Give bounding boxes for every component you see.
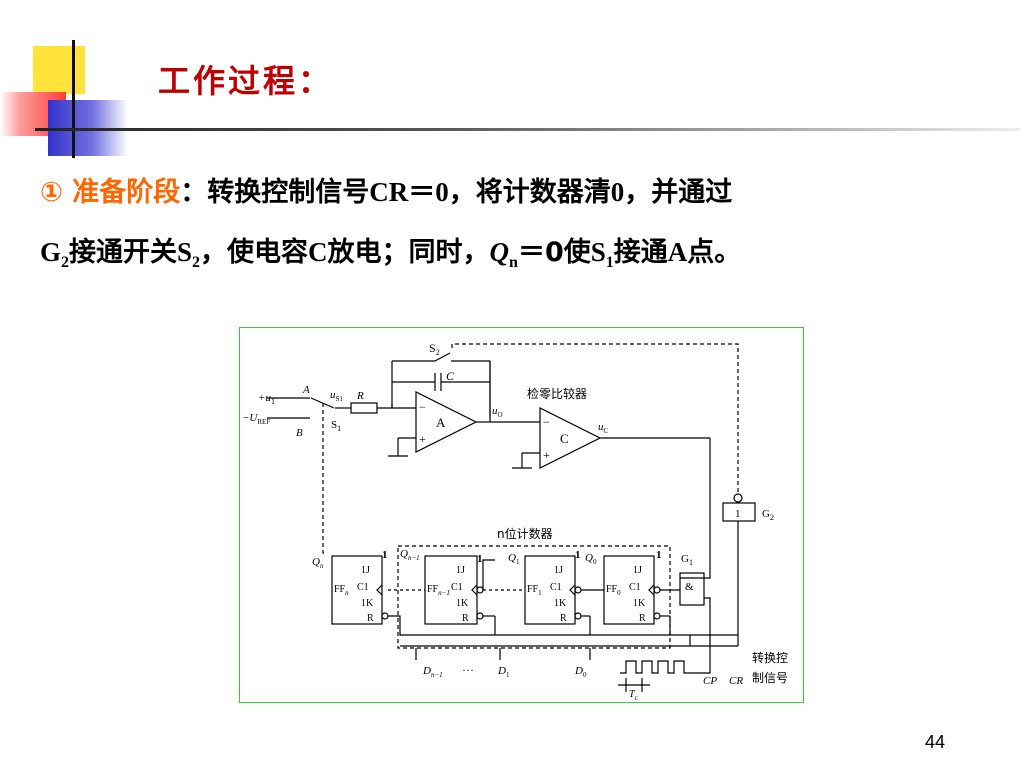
opamp-a-plus: + xyxy=(419,432,426,446)
comparator-minus: − xyxy=(543,415,550,429)
gate-g2 xyxy=(722,502,756,522)
label-qn: Qn xyxy=(312,556,324,570)
svg-text:C1: C1 xyxy=(451,582,463,593)
j-high-ff0: 1 xyxy=(656,549,662,561)
label-g1: G1 xyxy=(681,553,693,567)
body-line-2: G2接通开关S2，使电容C放电；同时，Qn＝0使S1接通A点。 xyxy=(40,237,742,271)
label-zero-comparator: 检零比较器 xyxy=(527,386,587,401)
gate-g2-symbol: 1 xyxy=(735,508,741,520)
resistor-r xyxy=(350,402,378,414)
label-cr: CR xyxy=(729,675,743,687)
deco-vertical-line xyxy=(72,40,75,158)
circuit-diagram: S2 C +u1 −UREF A B uS1 R S1 − + A uO − +… xyxy=(242,341,788,702)
svg-text:C1: C1 xyxy=(629,582,641,593)
wire-cp xyxy=(696,597,711,674)
label-s1: S1 xyxy=(331,419,341,433)
label-d1: D1 xyxy=(497,665,510,679)
comparator-plus: + xyxy=(543,448,550,462)
label-uc: uC xyxy=(598,421,609,435)
label-g2: G2 xyxy=(762,508,774,522)
label-point-b: B xyxy=(296,427,303,439)
clock-waveform xyxy=(620,660,696,674)
j-high-ffn: 1 xyxy=(382,549,388,561)
label-uref: −UREF xyxy=(242,412,270,426)
label-counter: n位计数器 xyxy=(497,526,553,541)
label-c: C xyxy=(446,369,455,383)
label-ellipsis: … xyxy=(462,660,474,674)
label-r: R xyxy=(356,390,364,402)
svg-text:1J: 1J xyxy=(554,565,563,576)
gate-g1 xyxy=(679,572,705,606)
svg-text:FF0: FF0 xyxy=(606,584,621,597)
svg-text:R: R xyxy=(639,613,646,624)
label-s2: S2 xyxy=(429,341,440,357)
flipflop-ff1: 1J C1 1K R FF1 xyxy=(524,555,582,625)
label-cp: CP xyxy=(703,675,717,687)
svg-text:FFn: FFn xyxy=(334,584,349,597)
body-line-1: ① 准备阶段：转换控制信号CR＝0，将计数器清0，并通过 xyxy=(40,177,733,208)
opamp-a-label: A xyxy=(436,415,446,430)
svg-text:1K: 1K xyxy=(633,598,646,609)
wire-uc-to-g1 xyxy=(680,438,711,579)
svg-text:R: R xyxy=(462,613,469,624)
svg-text:1K: 1K xyxy=(361,598,374,609)
s1-control-dashed xyxy=(322,403,325,554)
label-d0: D0 xyxy=(574,665,587,679)
svg-text:1J: 1J xyxy=(456,565,465,576)
svg-text:R: R xyxy=(560,613,567,624)
q-chain-n1 xyxy=(482,559,495,590)
svg-text:R: R xyxy=(367,613,374,624)
reset-line xyxy=(388,615,690,636)
label-us1: uS1 xyxy=(330,389,343,403)
label-point-a: A xyxy=(302,384,310,396)
label-tc: Tc xyxy=(629,689,638,702)
opamp-a-minus: − xyxy=(419,400,426,414)
comparator-label: C xyxy=(560,431,569,446)
deco-yellow-square xyxy=(33,46,85,94)
label-q0: Q0 xyxy=(585,552,597,566)
flipflop-ffn: 1J C1 1K R FFn xyxy=(331,555,389,625)
gate-g2-bubble xyxy=(733,493,743,503)
flipflop-ff0: 1J C1 1K R FF0 xyxy=(603,555,661,625)
label-qn1: Qn−1 xyxy=(400,548,420,562)
svg-text:C1: C1 xyxy=(550,582,562,593)
s2-control-dashed xyxy=(451,343,739,493)
svg-text:1J: 1J xyxy=(361,565,370,576)
svg-text:FFn−1: FFn−1 xyxy=(427,584,450,597)
svg-text:FF1: FF1 xyxy=(527,584,542,597)
deco-horizontal-rule xyxy=(35,128,1020,131)
svg-text:1K: 1K xyxy=(554,598,567,609)
slide-title: 工作过程： xyxy=(158,62,334,100)
opamp-a xyxy=(415,391,478,453)
j-high-ffn1: 1 xyxy=(477,553,483,565)
label-ctrl-1: 转换控 xyxy=(752,650,788,665)
label-dn1: Dn−1 xyxy=(422,665,443,679)
comparator-c xyxy=(539,407,602,469)
gate-g1-symbol: & xyxy=(685,581,694,593)
circuit-diagram-frame: S2 C +u1 −UREF A B uS1 R S1 − + A uO − +… xyxy=(239,327,804,703)
counter-boundary xyxy=(397,545,671,649)
label-u1: +u1 xyxy=(258,392,275,406)
s2-switch-blade xyxy=(434,352,451,362)
svg-text:1J: 1J xyxy=(633,565,642,576)
svg-text:1K: 1K xyxy=(456,598,469,609)
stage-name: 准备阶段 xyxy=(72,177,181,208)
page-number: 44 xyxy=(925,732,946,752)
label-ctrl-2: 制信号 xyxy=(752,671,788,685)
flipflop-ffn1: 1J C1 1K R FFn−1 xyxy=(424,555,484,625)
label-uo: uO xyxy=(492,405,503,419)
svg-text:C1: C1 xyxy=(357,582,369,593)
step-marker: ① xyxy=(40,177,63,208)
label-q1: Q1 xyxy=(508,552,520,566)
j-high-ff1: 1 xyxy=(575,549,581,561)
